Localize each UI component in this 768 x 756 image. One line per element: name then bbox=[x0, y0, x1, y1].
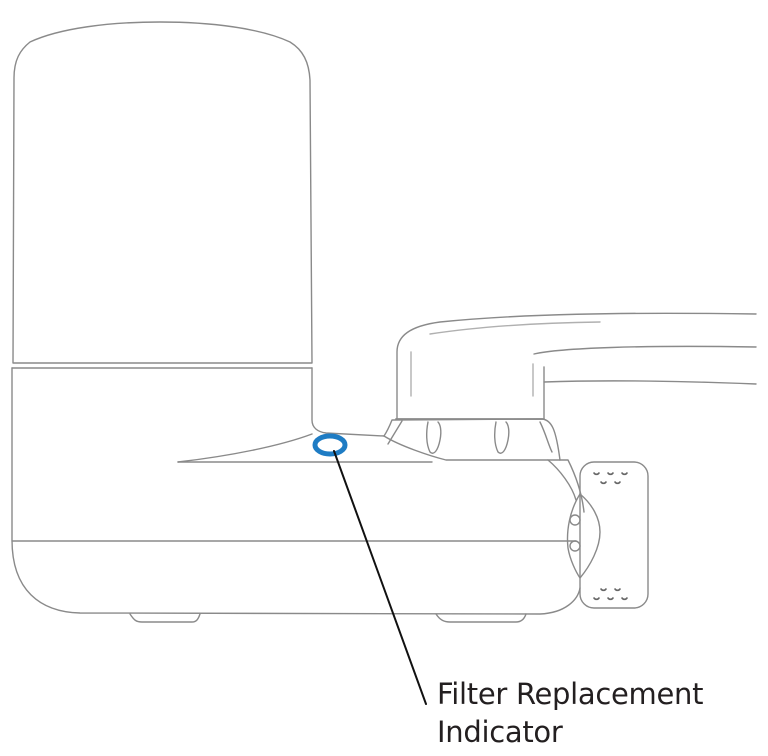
filter-cartridge-top bbox=[12, 21, 313, 364]
diverter-knob-lower bbox=[569, 540, 581, 552]
callout-label-line2: Indicator bbox=[437, 715, 563, 749]
base-right-curve bbox=[547, 459, 585, 513]
collar-grip-3 bbox=[493, 421, 510, 454]
callout-label-line1: Filter Replacement bbox=[437, 677, 704, 711]
base-top-surface bbox=[177, 433, 313, 463]
handle-grip-dots-upper bbox=[593, 472, 628, 485]
filter-replacement-indicator-ring bbox=[312, 433, 348, 457]
base-top-slope bbox=[383, 435, 577, 501]
faucet-spout-bottom bbox=[543, 380, 757, 385]
handle-grip-dots-lower bbox=[593, 588, 628, 601]
filter-base-body bbox=[11, 367, 581, 615]
callout-label: Filter Replacement Indicator bbox=[437, 675, 704, 751]
faucet-collar bbox=[383, 418, 561, 461]
collar-grip-2 bbox=[425, 421, 442, 454]
diverter-knob-upper bbox=[569, 514, 581, 526]
right-foot bbox=[435, 613, 527, 623]
left-foot bbox=[129, 613, 201, 623]
filter-base-neck bbox=[311, 367, 385, 437]
faucet-body bbox=[396, 312, 757, 420]
collar-grip-4 bbox=[539, 421, 553, 453]
faucet-spout-mid bbox=[533, 345, 757, 355]
callout-leader-line bbox=[333, 450, 427, 705]
collar-grip-1 bbox=[387, 420, 403, 445]
faucet-highlight bbox=[429, 321, 601, 335]
diverter-handle bbox=[579, 461, 649, 609]
